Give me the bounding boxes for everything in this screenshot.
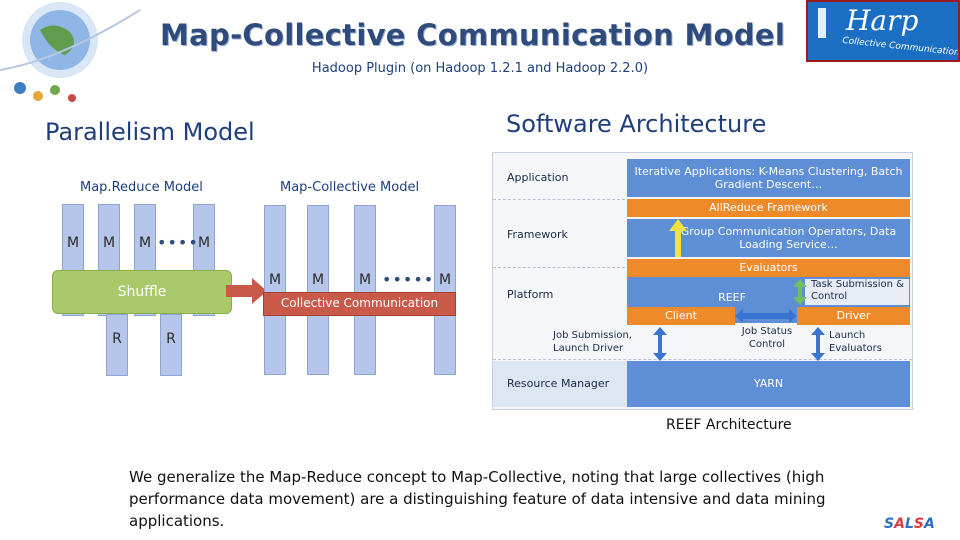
shuffle-bar: [52, 270, 232, 314]
allreduce-text: AllReduce Framework: [709, 201, 828, 214]
map-label: M: [311, 272, 325, 288]
yarn-text: YARN: [753, 377, 784, 390]
resource-manager-row: [493, 361, 627, 407]
client-box: Client: [627, 307, 735, 325]
summary-paragraph: We generalize the Map-Reduce concept to …: [129, 468, 826, 530]
layer-label: Resource Manager: [507, 377, 610, 390]
layer-divider: [493, 359, 912, 360]
task-submission-text: Task Submission & Control: [811, 279, 904, 302]
double-arrow-icon: [793, 279, 807, 305]
reduce-task-column: [106, 314, 128, 376]
map-label: M: [66, 235, 80, 251]
map-task-column: [354, 205, 376, 375]
logo-word: Harp: [846, 4, 919, 37]
slide-title: Map-Collective Communication Model: [160, 18, 786, 52]
shuffle-label: Shuffle: [117, 284, 167, 300]
framework-box-text: Group Communication Operators, Data Load…: [680, 225, 897, 251]
map-task-column: [264, 205, 286, 375]
driver-text: Driver: [836, 309, 871, 322]
launch-evaluators-text: Launch Evaluators: [829, 330, 882, 354]
salsa-letter: L: [904, 516, 914, 532]
map-label: M: [438, 272, 452, 288]
logo-bar: [818, 8, 826, 38]
driver-box: Driver: [797, 307, 910, 325]
logo-tagline: Collective Communication: [841, 35, 960, 59]
client-driver-arrow-icon: [735, 309, 797, 323]
collective-communication-label: Collective Communication: [280, 296, 439, 310]
map-label: M: [268, 272, 282, 288]
job-status-text: Job Status Control: [741, 326, 793, 350]
map-label: M: [102, 235, 116, 251]
architecture-heading: Software Architecture: [506, 110, 767, 138]
diagram-caption: REEF Architecture: [666, 417, 792, 433]
layer-divider: [493, 267, 625, 268]
reduce-task-column: [160, 314, 182, 376]
slide-subtitle: Hadoop Plugin (on Hadoop 1.2.1 and Hadoo…: [311, 61, 649, 76]
salsa-letter: A: [894, 516, 905, 532]
evaluators-text: Evaluators: [739, 261, 798, 274]
yarn-box: YARN: [627, 361, 910, 407]
collective-communication-bar: [263, 292, 456, 316]
map-label: M: [197, 235, 211, 251]
salsa-letter: S: [913, 516, 924, 532]
vertical-arrow-icon: [653, 327, 667, 361]
salsa-letter: A: [923, 516, 935, 532]
salsa-footer: SALSA: [884, 516, 935, 532]
reduce-label: R: [112, 331, 122, 347]
map-label: M: [358, 272, 372, 288]
salsa-letter: S: [884, 516, 895, 532]
harp-logo: Harp Collective Communication: [806, 0, 960, 62]
reduce-label: R: [166, 331, 176, 347]
map-task-column: [307, 205, 329, 375]
up-arrow-icon: [669, 219, 687, 257]
layer-label: Platform: [507, 288, 554, 301]
application-box: Iterative Applications: K-Means Clusteri…: [627, 159, 910, 197]
evaluators-box: Evaluators: [627, 259, 910, 277]
layer-label: Framework: [507, 228, 568, 241]
mapreduce-label: Map.Reduce Model: [80, 180, 203, 195]
reef-architecture-diagram: Application Framework Platform Resource …: [492, 152, 913, 410]
layer-divider: [493, 199, 625, 200]
map-label: M: [138, 235, 152, 251]
layer-label: Application: [507, 171, 569, 184]
ellipsis-dots: ••••: [157, 233, 199, 252]
globe-decoration: [0, 2, 141, 102]
task-submission-box: Task Submission & Control: [805, 279, 909, 305]
vertical-arrow-icon: [811, 327, 825, 361]
job-submission-text: Job Submission, Launch Driver: [553, 330, 632, 354]
mapcollective-label: Map-Collective Model: [280, 180, 420, 195]
allreduce-box: AllReduce Framework: [627, 199, 910, 217]
application-box-text: Iterative Applications: K-Means Clusteri…: [634, 165, 903, 191]
client-text: Client: [665, 309, 697, 322]
reef-text: REEF: [718, 291, 746, 304]
right-arrow-icon: [226, 278, 267, 304]
parallelism-heading: Parallelism Model: [45, 118, 255, 146]
ellipsis-dots: •••••: [382, 270, 435, 289]
map-task-column: [434, 205, 456, 375]
